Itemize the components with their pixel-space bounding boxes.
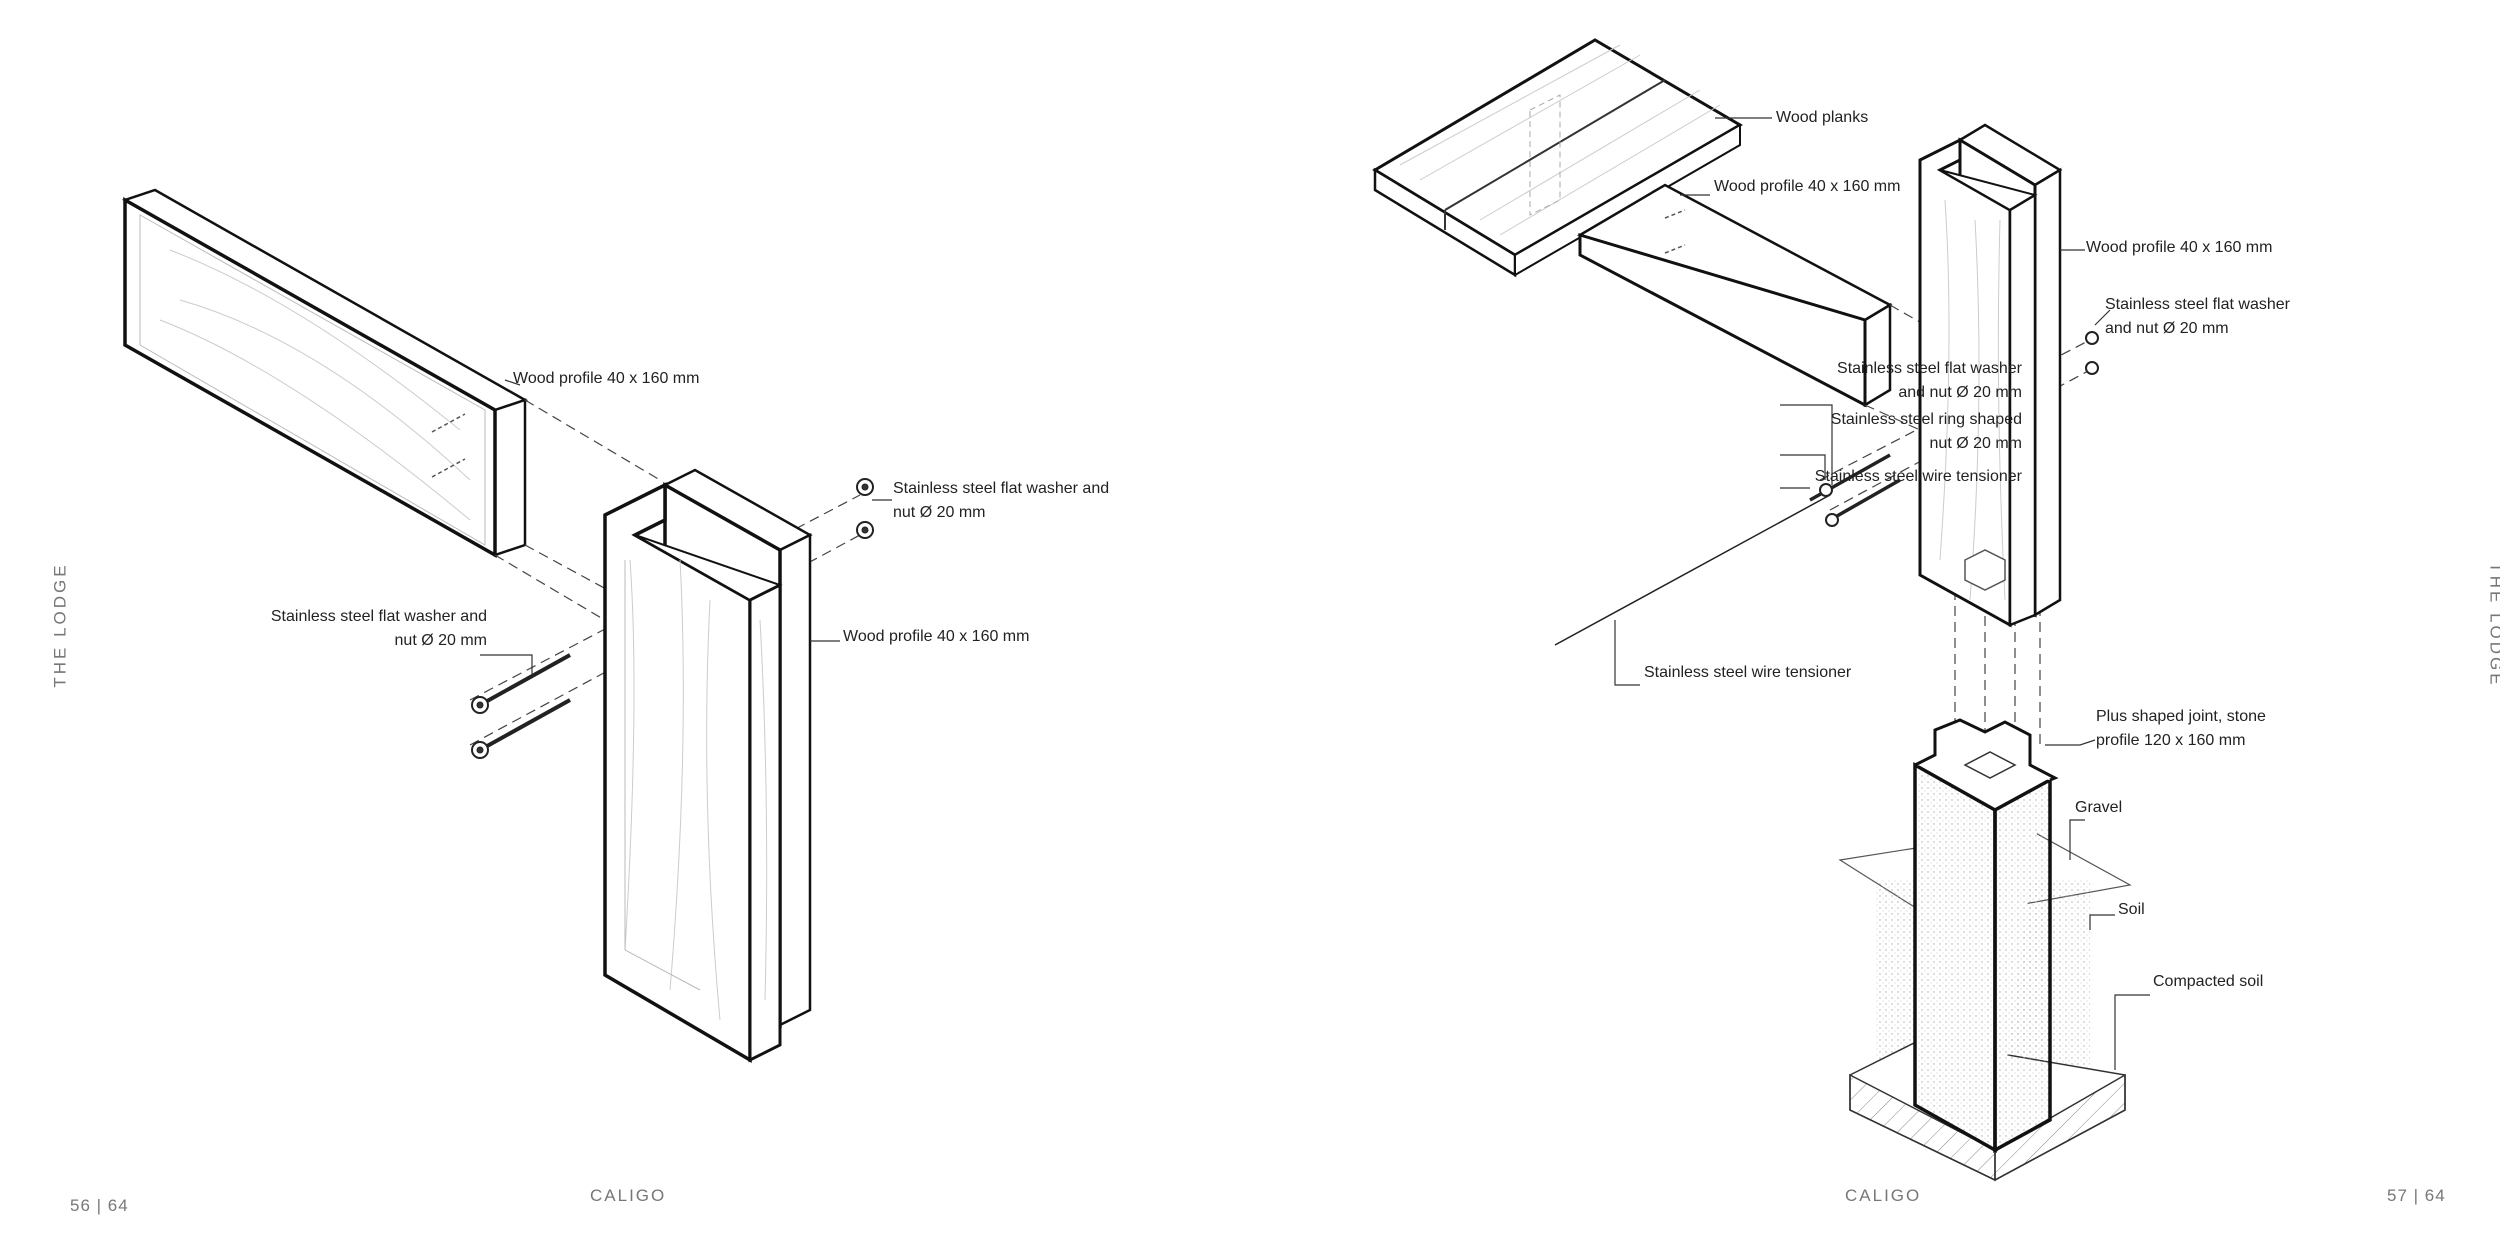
left-page: THE LODGE Wood profile 40 x 160 mm Stain…	[50, 370, 1110, 1215]
right-stone-base	[1838, 718, 2132, 1182]
washer-icon	[1825, 513, 1839, 527]
label-soil: Soil	[2118, 901, 2145, 918]
left-footer-title: CALIGO	[590, 1186, 667, 1205]
label-washer-left-line1: Stainless steel flat washer and	[270, 608, 487, 625]
left-side-title: THE LODGE	[50, 562, 70, 688]
label-compacted-soil: Compacted soil	[2153, 973, 2264, 990]
label-washer-right-line1: Stainless steel flat washer and	[893, 480, 1110, 497]
left-bolts	[471, 478, 874, 759]
label-wood-profile-beam: Wood profile 40 x 160 mm	[1714, 178, 1901, 195]
label-ring-nut-line2: nut Ø 20 mm	[1929, 435, 2022, 452]
left-leaders	[480, 379, 892, 675]
label-plus-joint-line1: Plus shaped joint, stone	[2096, 708, 2266, 725]
label-washer-right-line2: and nut Ø 20 mm	[2105, 320, 2229, 337]
right-page-number: 57 | 64	[2387, 1186, 2446, 1205]
label-ring-nut-line1: Stainless steel ring shaped	[1830, 411, 2022, 428]
label-washer-left-line2: nut Ø 20 mm	[394, 632, 487, 649]
left-page-number: 56 | 64	[70, 1196, 129, 1215]
label-plus-joint-line2: profile 120 x 160 mm	[2096, 732, 2246, 749]
label-washer-left-line1: Stainless steel flat washer	[1837, 360, 2022, 377]
label-wood-planks: Wood planks	[1776, 109, 1869, 126]
right-planks	[1372, 38, 1743, 278]
label-washer-right-line2: nut Ø 20 mm	[893, 504, 986, 521]
left-post	[603, 468, 813, 1064]
label-washer-right-line1: Stainless steel flat washer	[2105, 296, 2290, 313]
ring-nut-icon	[1819, 483, 1833, 497]
washer-icon	[2085, 331, 2099, 345]
right-leaders	[1614, 117, 2150, 1070]
label-wire-tensioner-top: Stainless steel wire tensioner	[1814, 468, 2022, 485]
label-wood-profile-post: Wood profile 40 x 160 mm	[2086, 239, 2273, 256]
right-footer-title: CALIGO	[1845, 1186, 1922, 1205]
label-washer-left-line2: and nut Ø 20 mm	[1898, 384, 2022, 401]
label-wood-profile-post: Wood profile 40 x 160 mm	[843, 628, 1030, 645]
label-wood-profile-beam: Wood profile 40 x 160 mm	[513, 370, 700, 387]
right-page: Wood planks Wood profile 40 x 160 mm Woo…	[1250, 0, 2500, 1250]
right-post	[1918, 123, 2063, 628]
washer-icon	[2085, 361, 2099, 375]
right-side-title: THE LODGE	[2486, 562, 2500, 688]
label-wire-tensioner-bottom: Stainless steel wire tensioner	[1644, 664, 1852, 681]
label-gravel: Gravel	[2075, 799, 2123, 816]
right-hardware	[1554, 331, 2099, 646]
